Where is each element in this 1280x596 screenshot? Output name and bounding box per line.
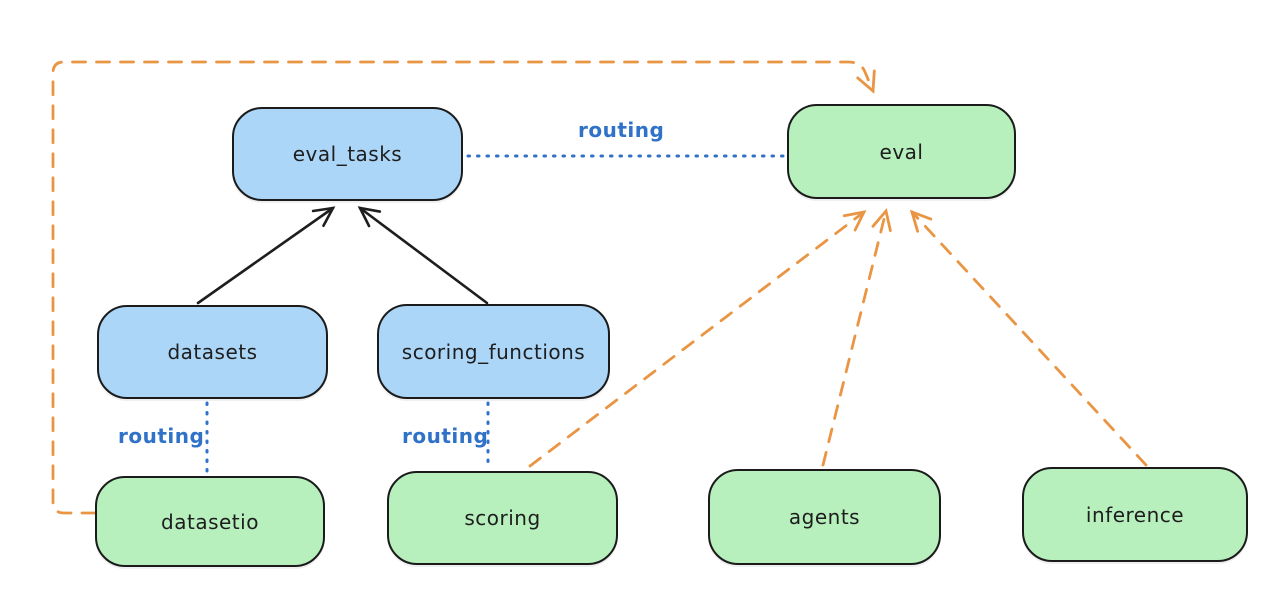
node-datasets-label: datasets bbox=[167, 340, 258, 364]
routing-label-eval-tasks-eval: routing bbox=[578, 118, 665, 142]
routing-label-scoring-functions-scoring: routing bbox=[402, 424, 489, 448]
routing-label-datasets-datasetio: routing bbox=[118, 424, 205, 448]
node-scoring-functions-label: scoring_functions bbox=[401, 339, 586, 364]
node-agents: agents bbox=[708, 469, 941, 565]
edge-datasets-to-eval-tasks bbox=[196, 206, 336, 305]
node-inference-label: inference bbox=[1085, 502, 1185, 527]
edge-scoring-functions-to-eval-tasks bbox=[357, 206, 489, 305]
edge-scoring-to-eval bbox=[528, 210, 867, 468]
node-scoring-functions: scoring_functions bbox=[377, 304, 610, 399]
node-datasets: datasets bbox=[97, 305, 328, 399]
edge-agents-to-eval bbox=[821, 207, 892, 467]
node-eval-tasks: eval_tasks bbox=[232, 107, 463, 201]
node-scoring-label: scoring bbox=[464, 506, 541, 530]
node-datasetio: datasetio bbox=[95, 476, 325, 567]
node-scoring: scoring bbox=[387, 471, 618, 565]
node-datasetio-label: datasetio bbox=[161, 509, 259, 534]
node-eval-label: eval bbox=[879, 139, 924, 164]
node-eval: eval bbox=[787, 104, 1016, 199]
edge-inference-to-eval bbox=[909, 209, 1148, 467]
edge-datasetio-to-eval bbox=[51, 60, 876, 515]
node-agents-label: agents bbox=[788, 505, 861, 529]
node-eval-tasks-label: eval_tasks bbox=[292, 142, 403, 166]
node-inference: inference bbox=[1022, 467, 1248, 562]
